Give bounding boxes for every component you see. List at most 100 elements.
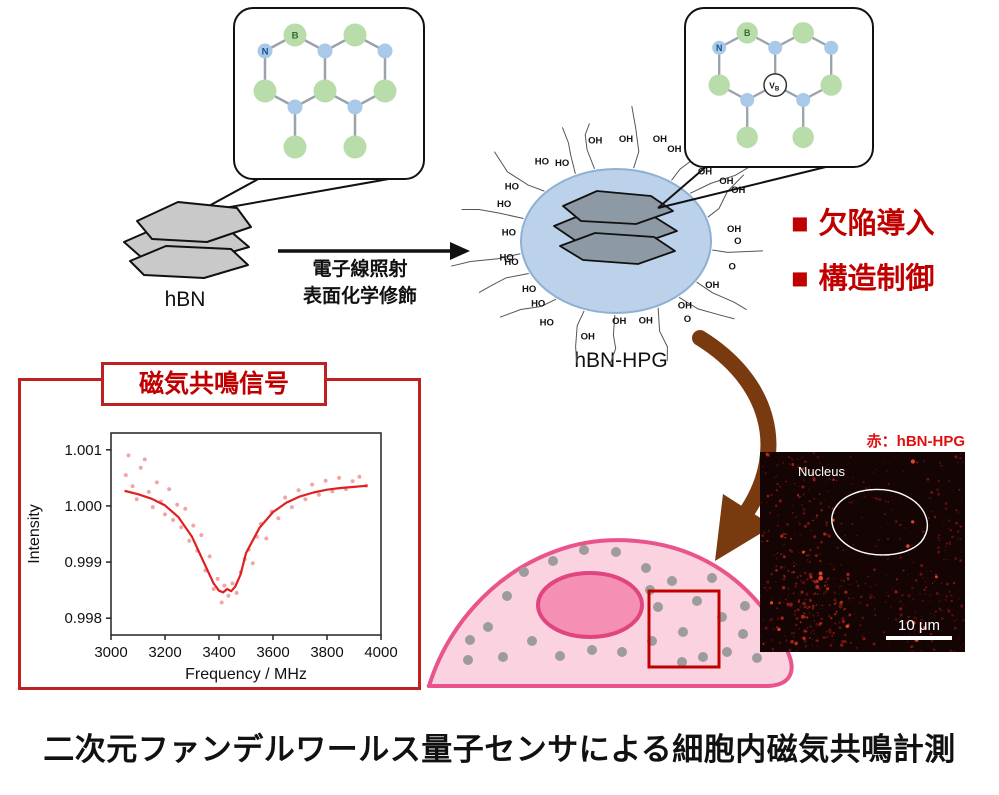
hpg-branch	[584, 123, 595, 169]
atom-label: B	[744, 28, 750, 38]
hpg-branch	[631, 106, 640, 169]
oh-group-label: OH	[639, 315, 653, 326]
particle-dot	[519, 567, 529, 577]
nitrogen-atom-icon	[824, 40, 839, 55]
right-callout-pointer-lines	[657, 164, 835, 209]
y-tick-label: 1.000	[64, 498, 102, 515]
hpg-branch	[493, 151, 545, 192]
x-tick-label: 3000	[94, 644, 127, 661]
scatter-point	[230, 581, 235, 586]
bullet-square-icon: ■	[791, 208, 809, 240]
oh-group-label: HO	[499, 253, 513, 264]
scatter-point	[175, 502, 180, 507]
particle-dot	[579, 545, 589, 555]
scatter-point	[350, 479, 355, 484]
x-tick-label: 3400	[202, 644, 235, 661]
oh-group-label: O	[734, 236, 741, 247]
boron-atom-icon	[313, 79, 337, 103]
oh-group-label: HO	[504, 257, 518, 268]
bullet-label: 欠陥導入	[818, 208, 935, 240]
hpg-branch	[609, 314, 617, 366]
scatter-point	[337, 475, 342, 480]
hbn-lattice-icon: NB	[253, 23, 397, 159]
particle-dot	[722, 647, 732, 657]
hpg-branch	[689, 162, 757, 194]
particle-dot	[678, 627, 688, 637]
oh-group-label: HO	[555, 158, 569, 169]
boron-atom-icon	[253, 79, 277, 103]
scatter-point	[316, 492, 321, 497]
particle-dot	[527, 636, 537, 646]
oh-group-label: OH	[612, 316, 626, 327]
oh-group-label: OH	[698, 166, 712, 177]
nitrogen-atom-icon	[317, 43, 333, 59]
fluorescence-image: Nucleus 10 μm	[758, 451, 966, 653]
scatter-point	[146, 489, 151, 494]
scatter-point	[207, 554, 212, 559]
cell-roi-box	[647, 589, 721, 669]
particle-dot	[740, 601, 750, 611]
particle-dot	[677, 657, 687, 667]
plot-frame	[110, 432, 382, 636]
nitrogen-atom-icon	[287, 99, 303, 115]
oh-group-label: OH	[581, 332, 595, 343]
hbn-hpg-flakes	[553, 190, 678, 265]
hpg-branch	[707, 174, 745, 218]
internalized-particles	[463, 545, 762, 667]
boron-atom-icon	[820, 74, 842, 96]
scatter-point	[150, 505, 155, 510]
scatter-point	[167, 487, 172, 492]
hbn-flakes	[123, 201, 252, 279]
scatter-point	[134, 497, 139, 502]
scatter-point	[191, 523, 196, 528]
scatter-point	[183, 506, 188, 511]
scatter-point	[211, 587, 216, 591]
scatter-point	[234, 590, 239, 595]
atom-label: B	[292, 31, 299, 42]
particle-dot	[738, 629, 748, 639]
process-line-2: 表面化学修飾	[302, 286, 417, 307]
x-tick-label: 3800	[310, 644, 343, 661]
scatter-point	[264, 536, 269, 541]
boron-atom-icon	[343, 23, 367, 47]
nucleus-outline	[831, 488, 929, 556]
scatter-point	[187, 538, 192, 543]
particle-dot	[698, 652, 708, 662]
oh-group-label: OH	[705, 280, 719, 291]
boron-atom-icon	[343, 135, 367, 159]
particle-dot	[463, 655, 473, 665]
y-axis-label: Intensity	[26, 504, 43, 564]
hpg-branch	[712, 249, 763, 253]
hpg-branch	[657, 307, 668, 362]
scatter-point	[283, 495, 288, 500]
resonance-title: 磁気共鳴信号	[138, 370, 289, 398]
nitrogen-atom-icon	[768, 40, 783, 55]
boron-atom-icon	[792, 22, 814, 44]
oh-group-label: OH	[731, 185, 745, 196]
scatter-point	[276, 516, 281, 521]
y-tick-label: 1.001	[64, 442, 102, 459]
nitrogen-atom-icon	[257, 43, 273, 59]
atom-label: N	[716, 43, 722, 53]
y-tick-label: 0.998	[64, 610, 102, 627]
oh-group-label: HO	[531, 299, 545, 310]
resonance-title-box: 磁気共鳴信号	[101, 362, 327, 406]
nitrogen-atom-icon	[712, 40, 727, 55]
oh-group-label: OH	[588, 135, 602, 146]
hbn-hpg-label: hBN-HPG	[574, 349, 668, 372]
particle-dot	[617, 647, 627, 657]
oh-group-label: OH	[719, 176, 733, 187]
scatter-point	[126, 453, 131, 458]
scatter-point	[171, 518, 176, 522]
nitrogen-atom-icon	[740, 93, 755, 107]
particle-dot	[641, 563, 651, 573]
oh-group-label: O	[729, 261, 736, 272]
oh-group-label: OH	[619, 134, 633, 145]
red-fluorescence-speckles	[758, 451, 966, 653]
